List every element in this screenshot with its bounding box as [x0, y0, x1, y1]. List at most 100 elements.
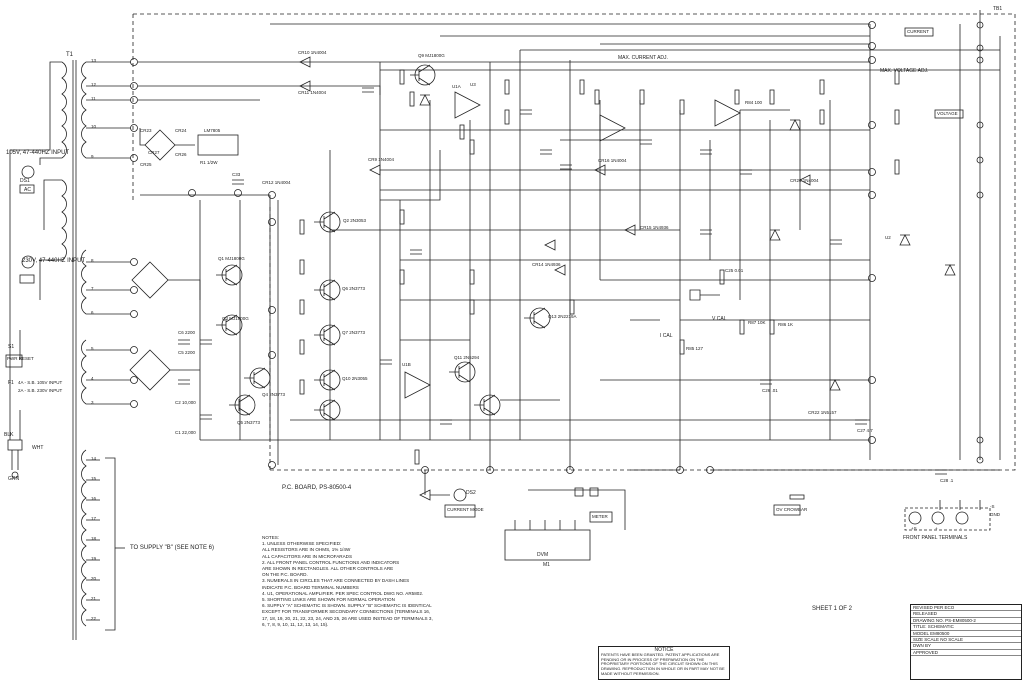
- component-label: R86 1K: [778, 322, 794, 327]
- title-block-row: DWN BY: [911, 643, 1021, 650]
- component-label: C2 10,000: [175, 400, 196, 405]
- tap-number: 12: [91, 82, 97, 87]
- tap-number: 14: [91, 456, 97, 461]
- t1-label: T1: [66, 52, 74, 58]
- front-terminal-label: +S: [911, 526, 917, 531]
- component-label: R85 127: [686, 346, 704, 351]
- component-label: Q2 2N3053: [343, 218, 367, 223]
- component-label: C26 .01: [762, 388, 778, 393]
- component-label: R87 10K: [748, 320, 766, 325]
- transistor-q12: [474, 394, 501, 416]
- component-label: CR24: [175, 128, 187, 133]
- led-ds2: [419, 470, 450, 501]
- current-button[interactable]: CURRENT: [907, 29, 929, 34]
- transistor-q7: [314, 324, 341, 346]
- transistor-q2: [314, 211, 341, 233]
- note-line: INDICATE P.C. BOARD TERMINAL NUMBERS: [262, 584, 359, 590]
- component-label: U1A: [452, 84, 461, 89]
- misc-wiring: [380, 109, 1000, 471]
- tap-number: 5: [91, 346, 94, 351]
- tap-number: 4: [91, 376, 94, 381]
- note-line: 3. NUMERALS IN CIRCLES THAT ARE CONNECTE…: [262, 578, 410, 584]
- ds1-ac-label: AC: [24, 187, 31, 193]
- notes-block: NOTES: 1. UNLESS OTHERWISE SPECIFIED: AL…: [262, 535, 542, 628]
- main-input-label: 105V, 47-440HZ INPUT: [6, 150, 70, 156]
- component-label: CR27: [148, 150, 160, 155]
- transistor-q4: [244, 367, 271, 389]
- front-terminal-label: -S: [990, 504, 995, 509]
- transistor-q10: [314, 399, 341, 421]
- note-line: 17, 18, 19, 20, 21, 22, 23, 24, AND 25, …: [262, 615, 433, 621]
- i-cal-label: I CAL: [660, 333, 673, 339]
- fuse-rating: 4A - S.B. 105V INPUT: [18, 380, 63, 385]
- component-label: R1 1/2W: [200, 160, 218, 165]
- component-label: Q9 MJ1800G: [418, 53, 445, 58]
- note-line: 6, 7, 8, 9, 10, 11, 12, 13, 14, 15).: [262, 621, 329, 627]
- transistor-q11: [449, 361, 476, 383]
- note-line: EXCEPT FOR TRANSFORMER SECONDARY CONNECT…: [262, 609, 431, 615]
- transistor-q5: [229, 394, 256, 416]
- tap-number: 7: [91, 286, 94, 291]
- ds1-label: DS1: [20, 178, 30, 184]
- pc-board-label: P.C. BOARD, PS-80500-4: [282, 485, 352, 491]
- component-label: CR12 1N4004: [262, 180, 291, 185]
- s1-label: S1: [8, 344, 15, 350]
- title-block-row: DRAWING NO. PS-EM80500-2: [911, 618, 1021, 625]
- secondary-wiring: [86, 58, 138, 631]
- component-label: Q1 MJ1800G: [218, 256, 245, 261]
- component-label: CR11 1N4004: [298, 90, 327, 95]
- component-label: CR9 1N4004: [368, 157, 395, 162]
- notice-box: NOTICE PATENTS HAVE BEEN GRANTED. PATENT…: [598, 646, 730, 680]
- tap-number: 10: [91, 124, 97, 129]
- tap-number: 15: [91, 476, 97, 481]
- ds2-label: DS2: [466, 490, 476, 496]
- title-block-row: SIZE SCALE NO SCALE: [911, 637, 1021, 644]
- component-label: Q6 2N3773: [342, 286, 366, 291]
- f1-label: F1: [8, 380, 14, 386]
- tap-number: 11: [91, 96, 96, 101]
- component-label: CR20 1N4004: [790, 178, 819, 183]
- transistor-q1: [216, 264, 243, 286]
- blk-label: BLK: [4, 432, 14, 438]
- component-label: CR10 1N4004: [298, 50, 327, 55]
- alt-input-label: 230V, 47-440HZ INPUT: [22, 258, 86, 264]
- bridge-rectifier-bottom: [129, 349, 200, 391]
- tb1-label: TB1: [993, 6, 1003, 12]
- top-rails: [138, 23, 1001, 460]
- note-line: ON THE P.C. BOARD.: [262, 572, 308, 578]
- component-label: CR15 1N4936: [640, 225, 669, 230]
- v-cal-label: V CAL: [712, 316, 727, 322]
- transistor-q8: [314, 369, 341, 391]
- capacitors: [178, 87, 947, 475]
- component-label: Q5 2N3773: [237, 420, 261, 425]
- transistor-q3: [216, 314, 243, 336]
- notice-heading: NOTICE: [654, 647, 674, 653]
- tap-number: 18: [91, 536, 97, 541]
- max-voltage-label: MAX. VOLTAGE ADJ.: [880, 68, 929, 74]
- component-label: CR23: [140, 128, 152, 133]
- primary-input-wiring: [5, 61, 62, 479]
- component-label: LM7805: [204, 128, 221, 133]
- component-label: U1B: [402, 362, 411, 367]
- component-label: CR26: [175, 152, 187, 157]
- component-label: Q3 MJ1800G: [222, 316, 249, 321]
- m1-label: M1: [543, 562, 550, 568]
- sheet-label: SHEET 1 OF 2: [812, 606, 852, 612]
- max-current-label: MAX. CURRENT ADJ.: [618, 55, 668, 61]
- component-label: CR14 1N4936: [532, 262, 561, 267]
- title-block-row: MODEL EM80500: [911, 631, 1021, 638]
- component-label: R84 100: [745, 100, 763, 105]
- note-line: 2. ALL FRONT PANEL CONTROL FUNCTIONS AND…: [262, 559, 400, 565]
- note-line: ALL CAPACITORS ARE IN MICROFARADS: [262, 553, 353, 559]
- note-line: ARE SHOWN IN RECTANGLES. ALL OTHER CONTR…: [262, 566, 394, 572]
- bridge-rectifier-mid: [131, 261, 201, 300]
- component-label: C1 22,000: [175, 430, 196, 435]
- dvm-block: [444, 487, 801, 561]
- tap-number: 19: [91, 556, 97, 561]
- note-line: NOTES:: [262, 535, 280, 540]
- op-amp-u2: [599, 114, 626, 142]
- tap-number: 22: [91, 616, 97, 621]
- voltage-button[interactable]: VOLTAGE: [937, 111, 958, 116]
- front-terminal-label: -: [960, 526, 962, 531]
- s1-pwr-reset: PWR RESET: [7, 356, 34, 361]
